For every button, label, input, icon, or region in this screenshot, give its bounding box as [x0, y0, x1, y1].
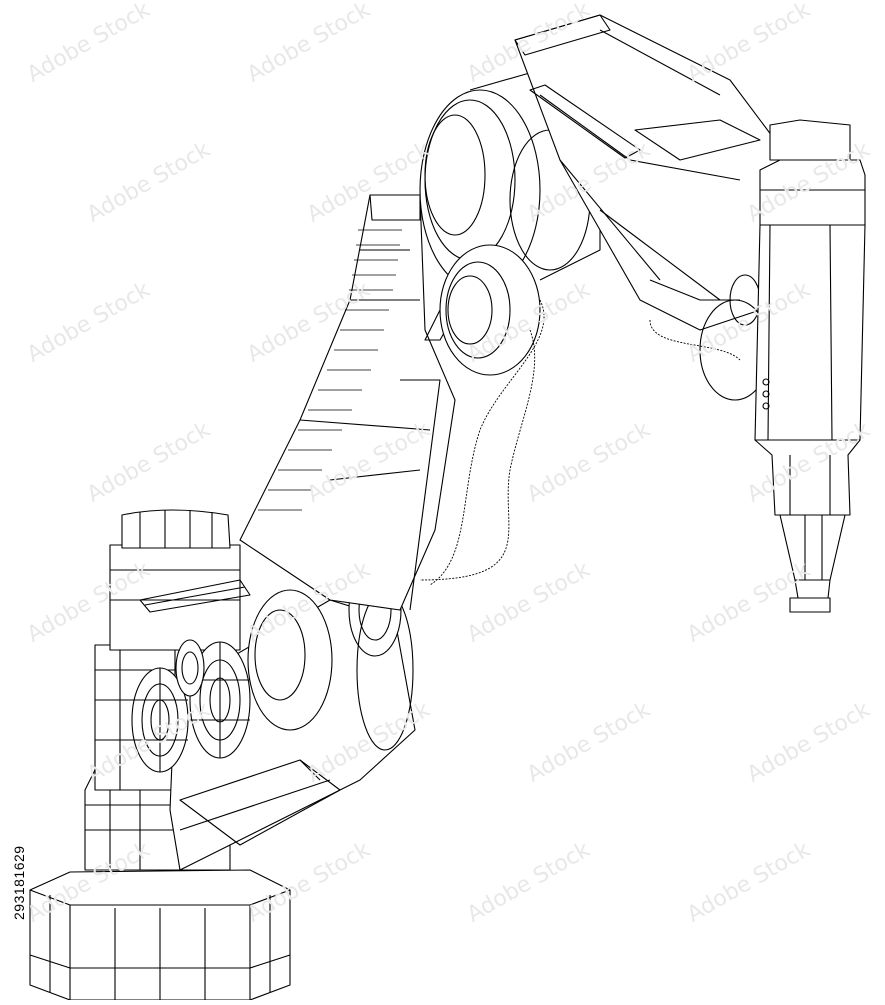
forearm — [514, 14, 791, 401]
cable-bundle — [419, 299, 741, 586]
elbow-joint — [419, 69, 601, 376]
shoulder-assembly — [131, 563, 416, 871]
tool-head — [754, 119, 866, 613]
robot-base — [29, 869, 291, 1001]
stock-id-label: 293181629 — [11, 845, 27, 921]
upper-arm — [239, 194, 461, 611]
